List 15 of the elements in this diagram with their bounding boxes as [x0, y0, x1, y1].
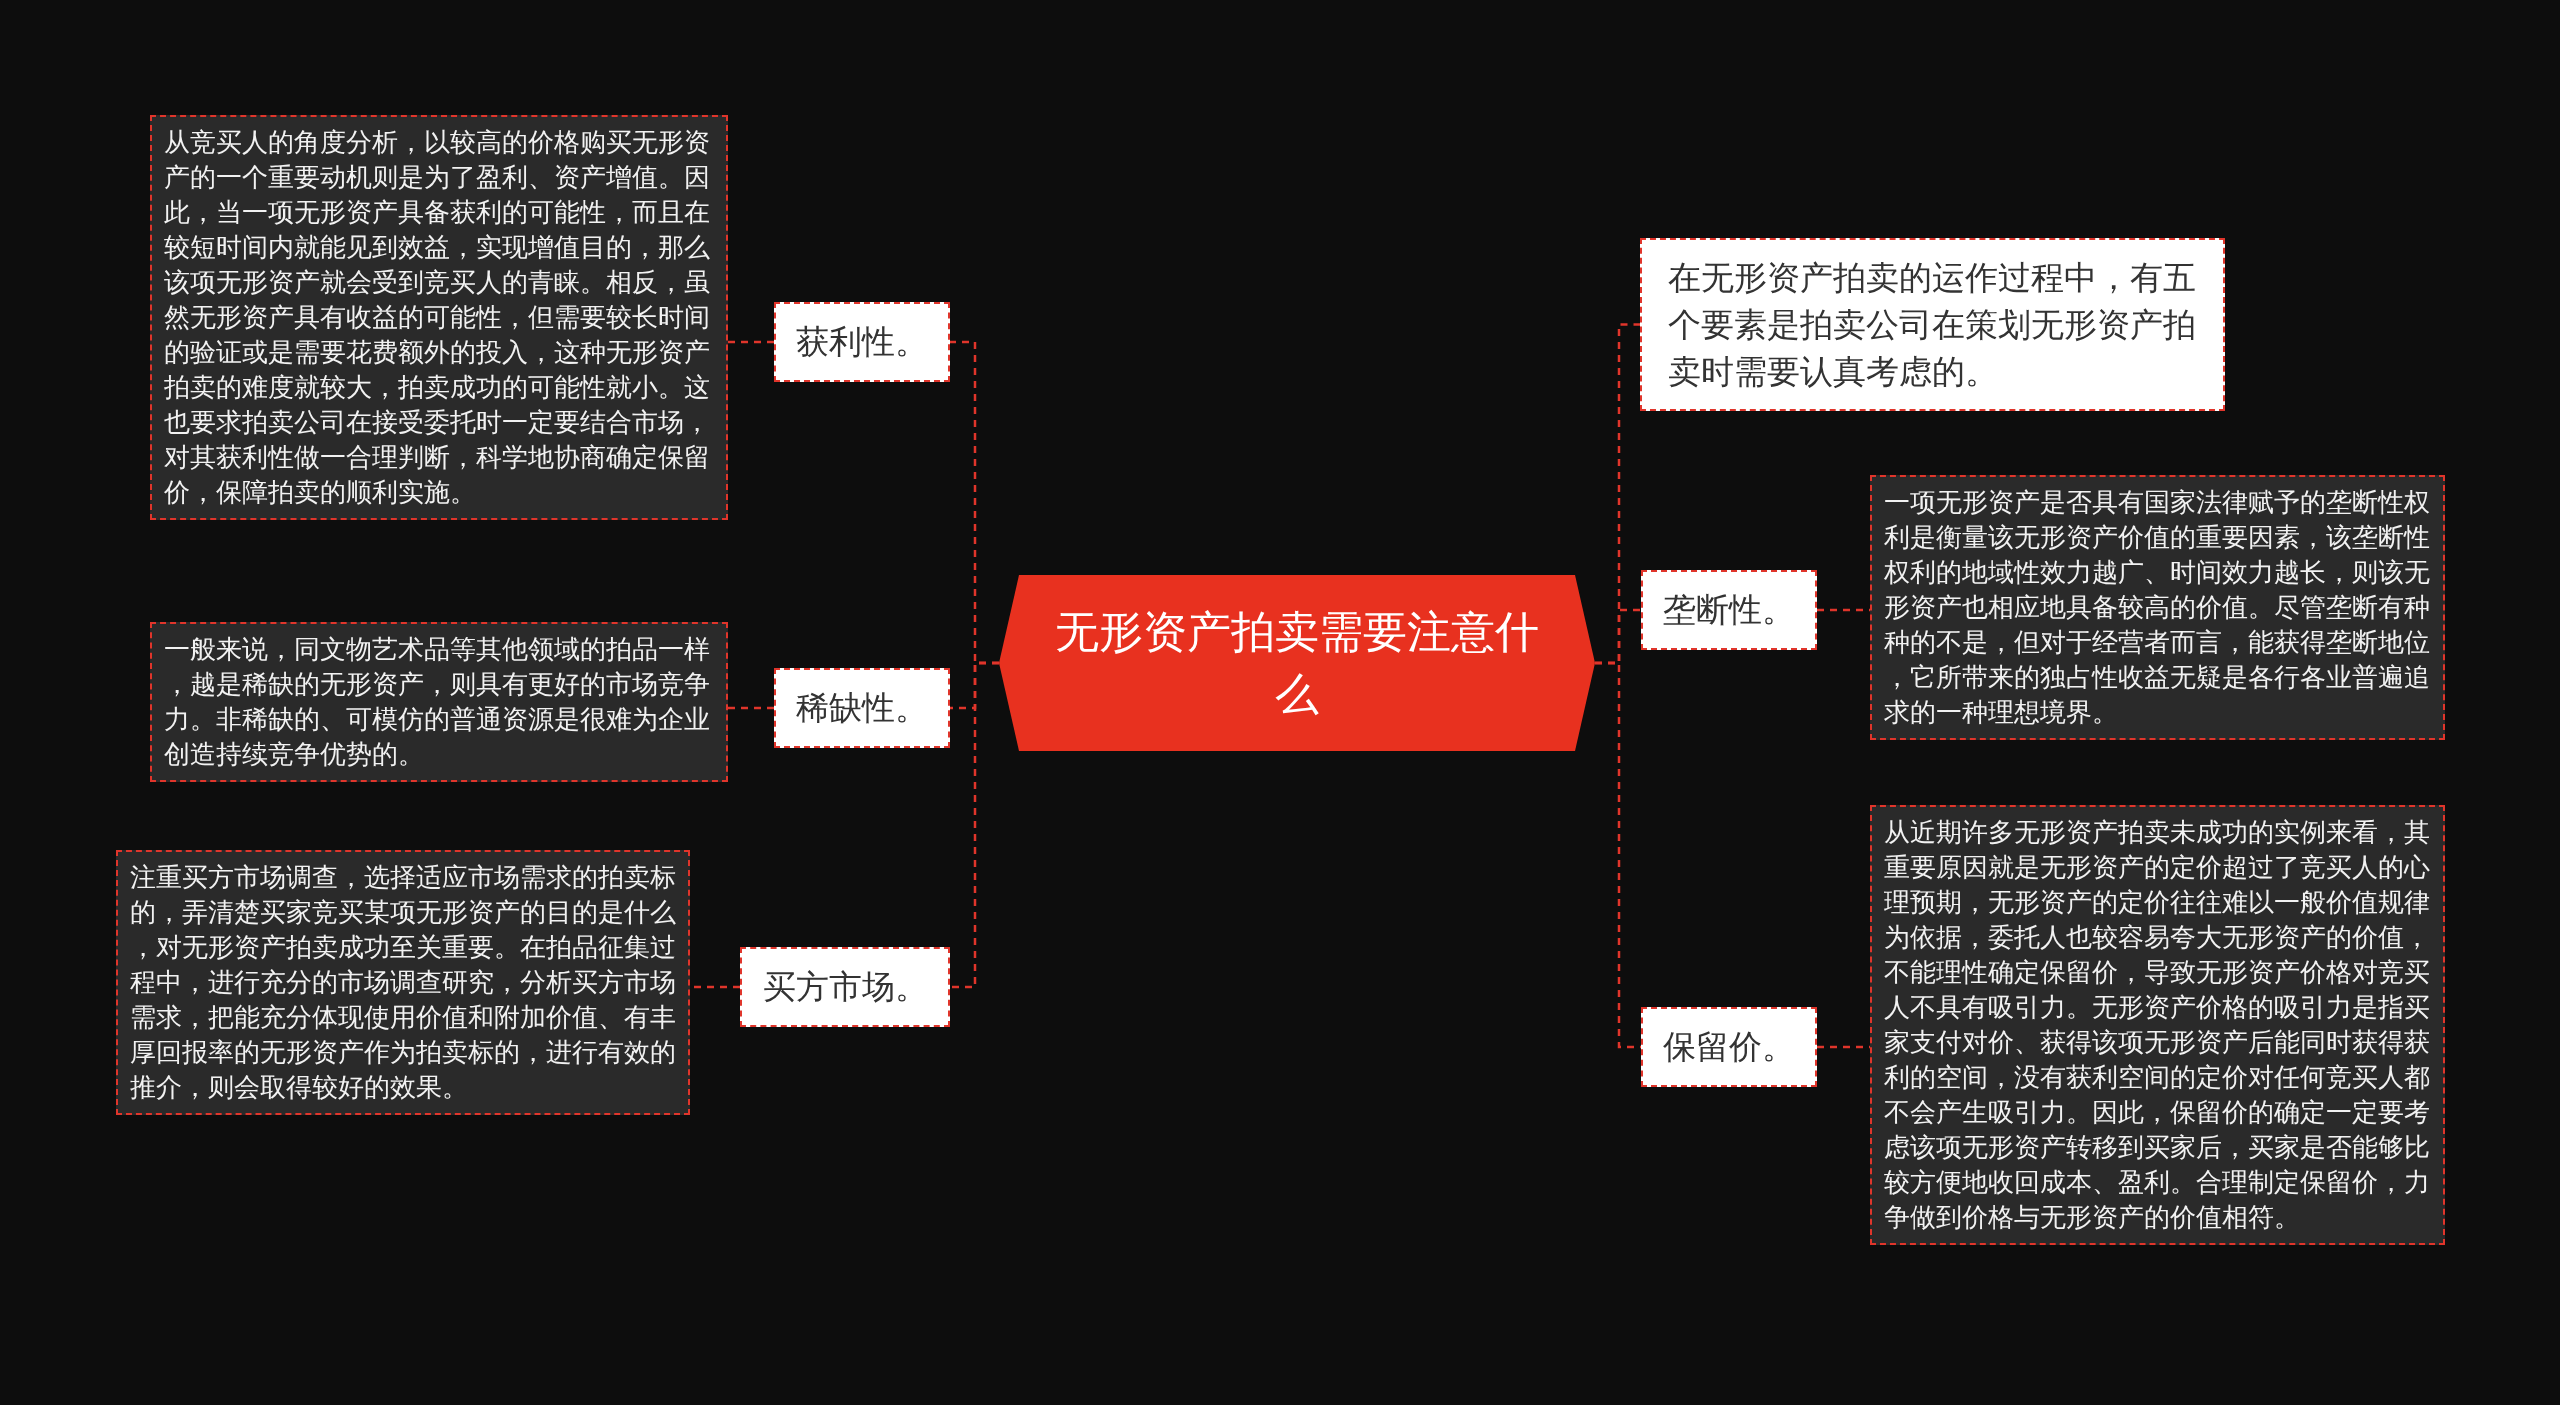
- connector: [728, 706, 774, 710]
- description-box: 一项无形资产是否具有国家法律赋予的垄断性权利是衡量该无形资产价值的重要因素，该垄断性权利的地域性效力越广、时间效力越长，则该无形资产也相应地具备较高的价值。尽管垄断有种种的不是，但对于经营者而言，能获得垄断地位，它所带来的独占性收益无疑是各行各业普遍追求的一种理想境界。: [1870, 475, 2445, 740]
- description-box: 在无形资产拍卖的运作过程中，有五个要素是拍卖公司在策划无形资产拍卖时需要认真考虑的。: [1640, 238, 2225, 411]
- branch-box: 稀缺性。: [774, 668, 950, 748]
- branch-box: 买方市场。: [740, 947, 950, 1027]
- branch-box: 保留价。: [1641, 1007, 1817, 1087]
- connector: [950, 661, 999, 989]
- description-box: 从近期许多无形资产拍卖未成功的实例来看，其重要原因就是无形资产的定价超过了竞买人的心理预期，无形资产的定价往往难以一般价值规律为依据，委托人也较容易夸大无形资产的价值，不能理性确定保留价，导致无形资产价格对竞买人不具有吸引力。无形资产价格的吸引力是指买家支付对价、获得该项无形资产后能同时获得获利的空间，没有获利空间的定价对任何竞买人都不会产生吸引力。因此，保留价的确定一定要考虑该项无形资产转移到买家后，买家是否能够比较方便地收回成本、盈利。合理制定保留价，力争做到价格与无形资产的价值相符。: [1870, 805, 2445, 1245]
- connector: [728, 340, 774, 344]
- description-box: 一般来说，同文物艺术品等其他领域的拍品一样，越是稀缺的无形资产，则具有更好的市场竞争力。非稀缺的、可模仿的普通资源是很难为企业创造持续竞争优势的。: [150, 622, 728, 782]
- branch-box: 获利性。: [774, 302, 950, 382]
- description-box: 从竞买人的角度分析，以较高的价格购买无形资产的一个重要动机则是为了盈利、资产增值。因此，当一项无形资产具备获利的可能性，而且在较短时间内就能见到效益，实现增值目的，那么该项无形资产就会受到竞买人的青睐。相反，虽然无形资产具有收益的可能性，但需要较长时间的验证或是需要花费额外的投入，这种无形资产拍卖的难度就较大，拍卖成功的可能性就小。这也要求拍卖公司在接受委托时一定要结合市场，对其获利性做一合理判断，科学地协商确定保留价，保障拍卖的顺利实施。: [150, 115, 728, 520]
- topic-hexagon: 无形资产拍卖需要注意什么: [999, 575, 1595, 751]
- branch-box: 垄断性。: [1641, 570, 1817, 650]
- description-box: 注重买方市场调查，选择适应市场需求的拍卖标的，弄清楚买家竞买某项无形资产的目的是什么，对无形资产拍卖成功至关重要。在拍品征集过程中，进行充分的市场调查研究，分析买方市场需求，把能充分体现使用价值和附加价值、有丰厚回报率的无形资产作为拍卖标的，进行有效的推介，则会取得较好的效果。: [116, 850, 690, 1115]
